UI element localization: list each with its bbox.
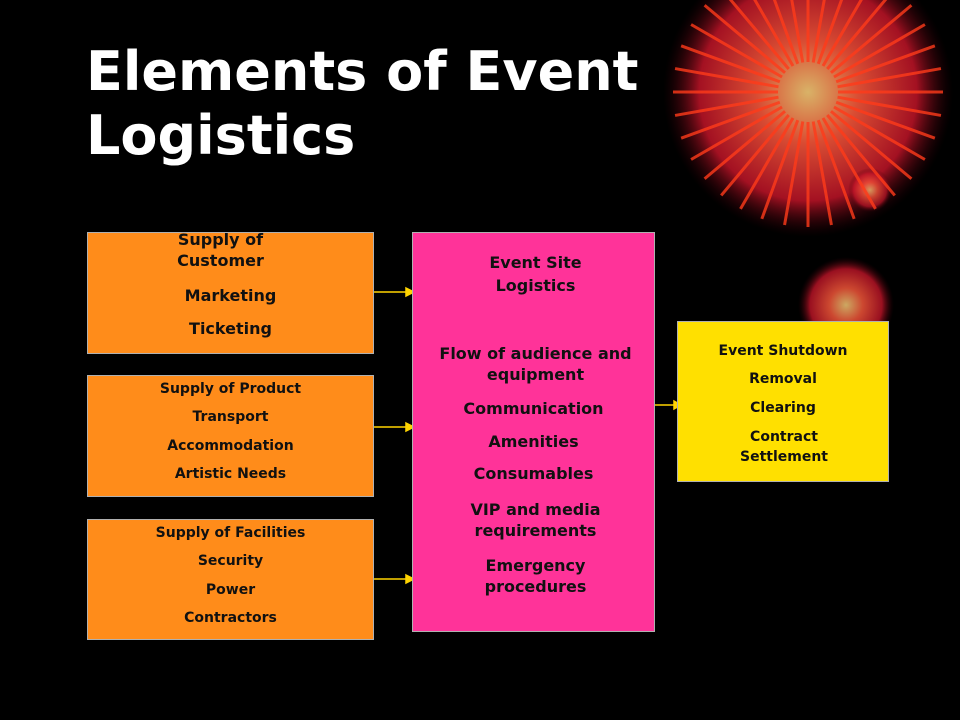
firework-ray xyxy=(739,117,795,210)
event-site-heading: Event Site Logistics xyxy=(489,253,582,295)
firework-ray xyxy=(811,121,833,226)
firework-ray xyxy=(837,67,942,89)
firework-ray xyxy=(783,121,805,226)
firework-ray xyxy=(821,0,863,67)
event-shutdown-item-contract-settlement: Contract Settlement xyxy=(740,429,828,465)
firework-ray xyxy=(728,0,790,70)
supply-customer-item-marketing: Marketing xyxy=(184,286,277,305)
firework-ray xyxy=(720,114,790,197)
firework-ray xyxy=(674,95,779,117)
event-shutdown-box: Event Shutdown Removal Clearing Contract… xyxy=(677,321,889,482)
event-site-item-vip-media: VIP and media requirements xyxy=(470,500,601,540)
firework-ray xyxy=(833,105,926,161)
page-title-line-2: Logistics xyxy=(86,104,356,167)
firework-ray xyxy=(830,4,913,74)
arrow-product-head xyxy=(405,421,416,433)
event-shutdown-heading: Event Shutdown xyxy=(718,343,848,359)
supply-facilities-item-contractors: Contractors xyxy=(184,610,277,626)
firework-ray xyxy=(816,119,856,220)
supply-product-item-artistic-needs: Artistic Needs xyxy=(174,466,287,482)
firework-ray xyxy=(835,44,936,84)
firework-ray xyxy=(703,110,786,180)
firework-ray xyxy=(811,0,826,63)
firework-ray xyxy=(680,44,781,84)
supply-facilities-box: Supply of Facilities Security Power Cont… xyxy=(87,519,374,640)
firework-ray xyxy=(830,110,913,180)
firework-ray xyxy=(826,114,896,197)
arrow-facilities-head xyxy=(405,573,416,585)
supply-facilities-item-power: Power xyxy=(205,582,256,598)
arrow-customer-head xyxy=(405,286,416,298)
firework-ray xyxy=(674,67,779,89)
supply-product-item-transport: Transport xyxy=(192,409,269,425)
firework-ray xyxy=(703,4,786,74)
event-site-logistics-box: Event Site Logistics Flow of audience an… xyxy=(412,232,655,632)
firework-ray xyxy=(816,0,844,65)
event-shutdown-item-clearing: Clearing xyxy=(750,400,816,416)
page-title: Elements of Event Logistics xyxy=(86,40,706,168)
firework-ray xyxy=(837,95,942,117)
supply-product-box: Supply of Product Transport Accommodatio… xyxy=(87,375,374,497)
firework-ray xyxy=(690,105,783,161)
event-site-item-consumables: Consumables xyxy=(473,464,594,483)
firework-ray xyxy=(680,100,781,140)
supply-product-heading: Supply of Product xyxy=(159,381,302,397)
event-site-item-amenities: Amenities xyxy=(488,432,579,451)
event-site-item-communication: Communication xyxy=(463,399,604,418)
firework-ray xyxy=(835,100,936,140)
page-title-line-1: Elements of Event xyxy=(86,40,639,103)
supply-customer-heading: Supply of Customer xyxy=(177,230,264,270)
supply-product-item-accommodation: Accommodation xyxy=(167,438,294,454)
firework-ray xyxy=(690,23,783,79)
firework-ray xyxy=(833,23,926,79)
supply-facilities-item-security: Security xyxy=(197,553,264,569)
firework-ray xyxy=(772,0,800,65)
event-shutdown-item-removal: Removal xyxy=(749,371,817,387)
firework-ray xyxy=(760,119,800,220)
event-site-item-emergency: Emergency procedures xyxy=(484,556,587,596)
firework-ray xyxy=(826,0,888,70)
event-site-item-flow: Flow of audience and equipment xyxy=(439,344,632,384)
firework-ray xyxy=(753,0,795,67)
firework-ray xyxy=(790,0,805,63)
firework-ray xyxy=(821,117,877,210)
supply-facilities-heading: Supply of Facilities xyxy=(155,525,306,541)
supply-customer-item-ticketing: Ticketing xyxy=(189,319,272,338)
supply-customer-box: Supply of Customer Marketing Ticketing xyxy=(87,230,374,354)
